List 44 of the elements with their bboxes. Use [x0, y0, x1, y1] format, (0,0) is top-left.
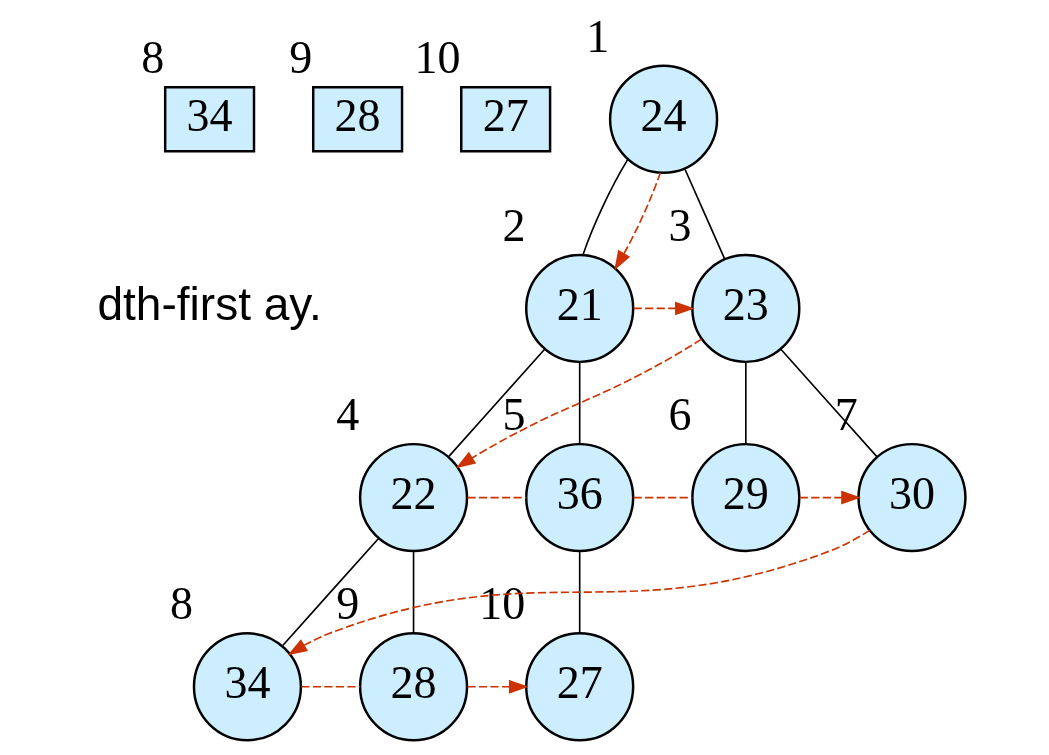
node-label: 9 — [335, 578, 359, 630]
node-circle: 22 — [358, 442, 468, 553]
arrow — [613, 171, 661, 271]
arrow — [455, 338, 702, 469]
node-label: 4 — [335, 388, 359, 440]
node-box: 34 — [163, 85, 255, 153]
node-box: 27 — [459, 85, 551, 153]
connector — [683, 167, 726, 260]
node-circle: 28 — [358, 632, 468, 742]
connector — [578, 361, 580, 445]
node-circle: 23 — [690, 253, 801, 364]
connector — [466, 496, 527, 499]
arrow — [287, 529, 871, 656]
node-circle: 27 — [524, 632, 634, 742]
node-label: 8 — [169, 578, 193, 630]
connector — [578, 550, 580, 635]
connector — [299, 685, 361, 688]
node-label: 8 — [140, 32, 164, 84]
node-circle: 29 — [690, 442, 801, 553]
node-circle: 21 — [524, 253, 634, 364]
node-circle: 36 — [524, 442, 634, 553]
node-label: 10 — [478, 578, 525, 630]
connector — [412, 550, 414, 635]
connector — [281, 537, 380, 647]
node-label: 3 — [668, 199, 692, 251]
node-label: 1 — [585, 10, 609, 62]
arrow — [798, 490, 861, 505]
node-label: 6 — [668, 388, 692, 440]
node-label: 2 — [501, 199, 525, 251]
node-box: 28 — [311, 85, 403, 153]
connector — [632, 496, 693, 499]
node-label: 5 — [501, 388, 525, 440]
node-circle: 34 — [192, 632, 302, 742]
node-label: 9 — [288, 32, 312, 84]
connector — [744, 361, 747, 445]
arrow — [466, 679, 529, 694]
connector — [447, 348, 546, 458]
label: dth-first ay. — [96, 277, 322, 330]
node-circle: 30 — [856, 442, 967, 553]
connector — [779, 348, 877, 458]
node-label: 10 — [413, 32, 460, 84]
connector — [581, 158, 629, 256]
arrow — [632, 301, 695, 316]
node-circle: 24 — [608, 64, 718, 174]
